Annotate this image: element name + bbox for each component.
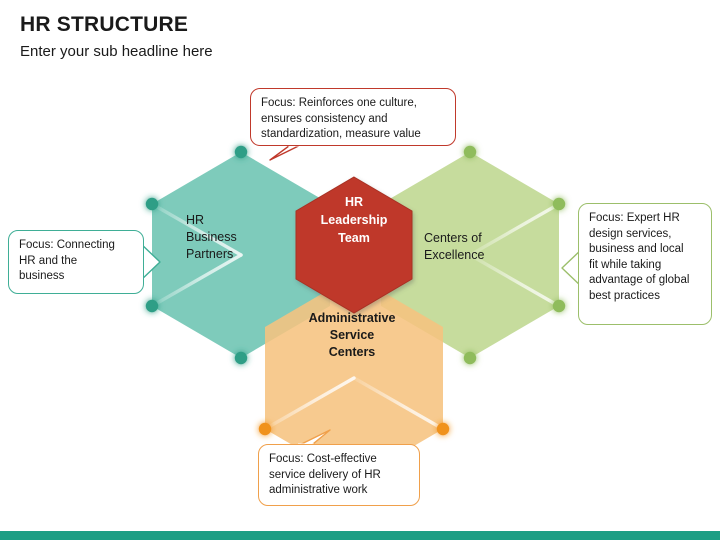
hexagon-hr-business-partners[interactable] (150, 150, 330, 360)
vertex-dots-administrative-service-centers (258, 422, 450, 436)
callout-hr-leadership-team[interactable]: Focus: Reinforces one culture, ensures c… (250, 88, 456, 146)
slide-header: HR STRUCTURE Enter your sub headline her… (20, 12, 680, 62)
vertex-dots-hr-business-partners (145, 145, 248, 365)
hexagon-hr-leadership-team[interactable] (295, 176, 413, 314)
hexagon-centers-of-excellence[interactable] (381, 150, 561, 360)
footer-accent-bar (0, 531, 720, 540)
callout-administrative-service-centers[interactable]: Focus: Cost-effective service delivery o… (258, 444, 420, 506)
callout-centers-of-excellence[interactable]: Focus: Expert HR design services, busine… (578, 203, 712, 325)
page-subtitle: Enter your sub headline here (20, 43, 213, 60)
callout-hr-business-partners[interactable]: Focus: Connecting HR and the business (8, 230, 144, 294)
page-title: HR STRUCTURE (20, 13, 189, 36)
vertex-dots-centers-of-excellence (463, 145, 566, 365)
